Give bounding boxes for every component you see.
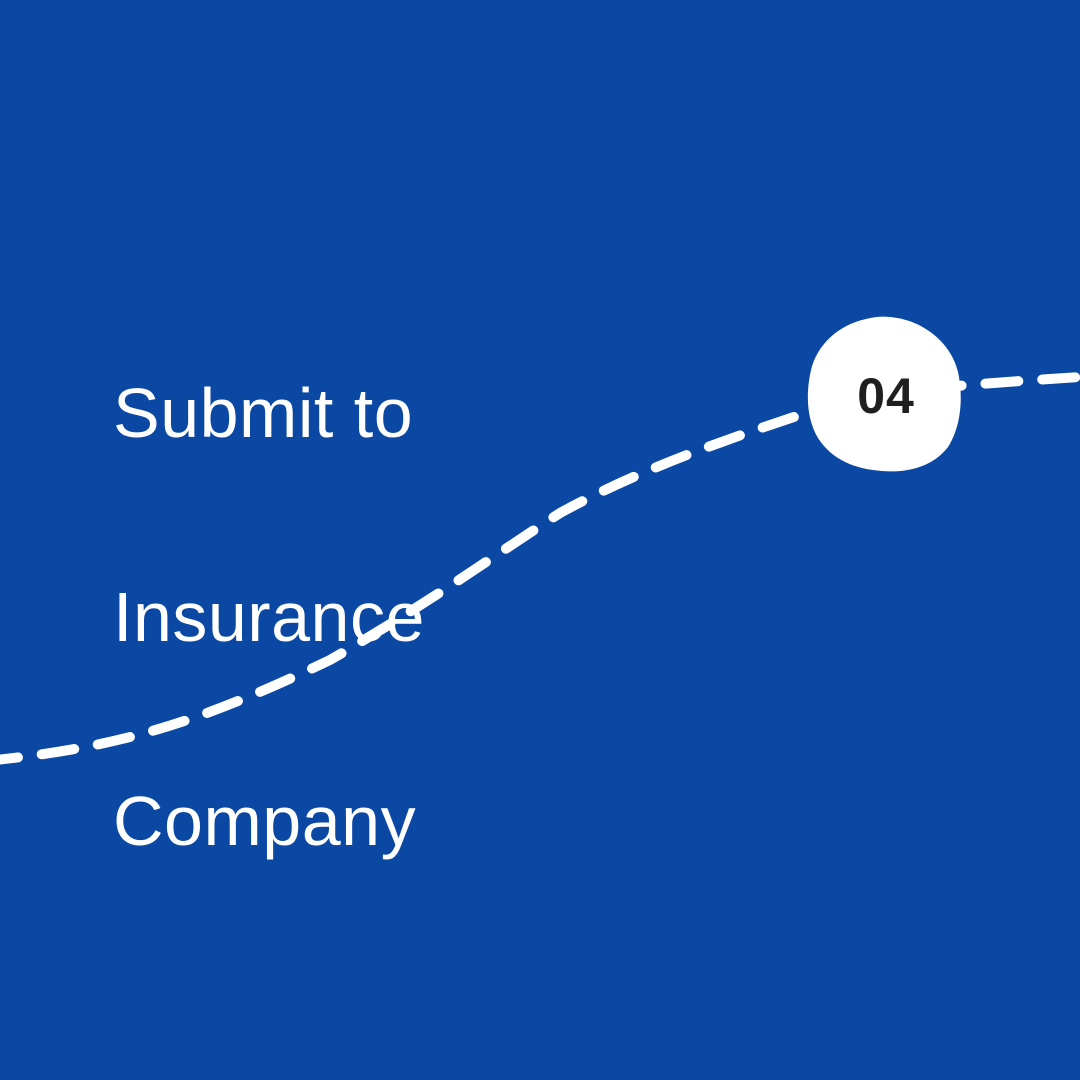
title-line-2: Insurance: [113, 578, 425, 656]
page-title: Submit to Insurance Company: [113, 243, 425, 991]
step-bubble: [807, 316, 961, 472]
title-line-1: Submit to: [113, 374, 414, 452]
step-number: 04: [857, 368, 915, 424]
title-line-3: Company: [113, 782, 417, 860]
